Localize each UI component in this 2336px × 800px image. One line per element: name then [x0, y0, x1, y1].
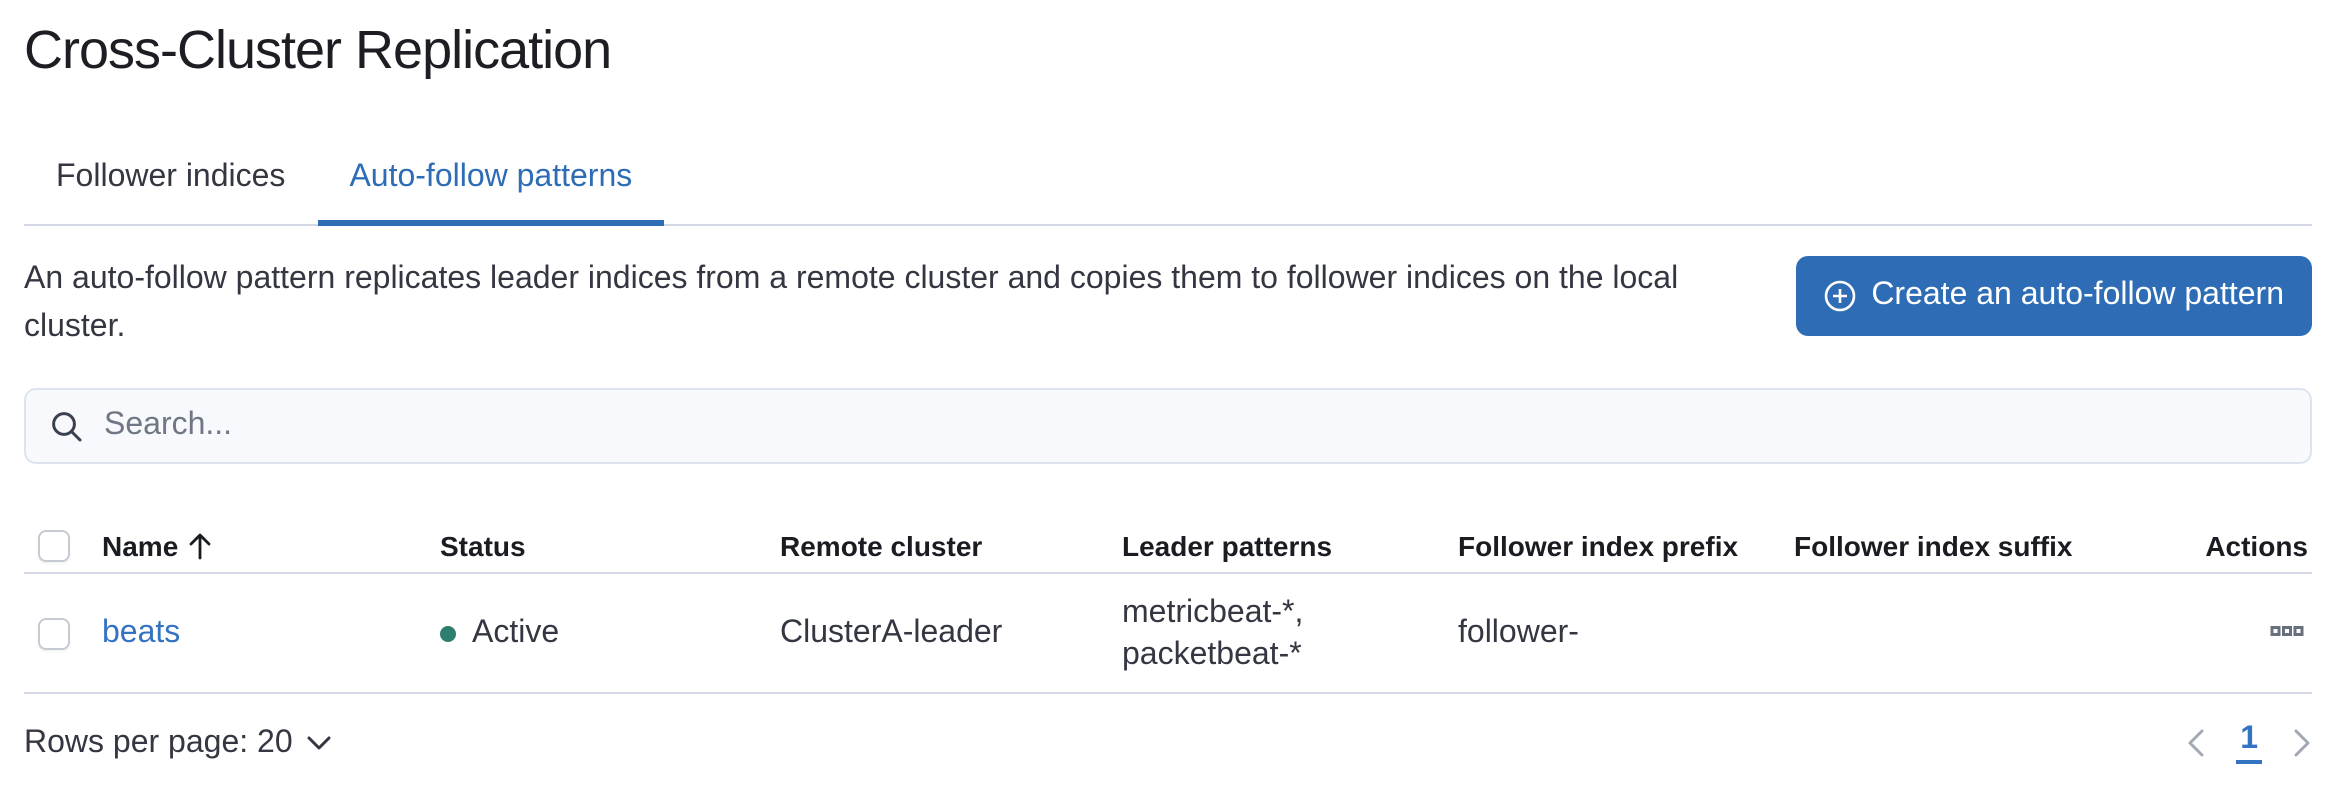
page-description: An auto-follow pattern replicates leader…	[24, 262, 1679, 344]
column-header-status: Status	[440, 530, 526, 562]
column-header-follower-index-suffix: Follower index suffix	[1794, 530, 2073, 562]
sort-ascending-arrow-up-icon	[188, 532, 212, 560]
search-bar[interactable]	[24, 388, 2312, 464]
chevron-down-icon	[307, 734, 333, 752]
chevron-left-icon	[2186, 728, 2206, 758]
ccr-page: Cross-Cluster Replication Follower indic…	[24, 20, 2312, 764]
row-actions-button[interactable]	[2266, 609, 2308, 651]
chevron-right-icon	[2292, 728, 2312, 758]
column-header-actions: Actions	[2205, 530, 2308, 562]
status-label: Active	[472, 615, 560, 649]
tab-bar: Follower indices Auto-follow patterns	[24, 156, 2312, 226]
create-button-label: Create an auto-follow pattern	[1871, 278, 2284, 312]
tab-auto-follow-patterns[interactable]: Auto-follow patterns	[317, 156, 666, 226]
rows-per-page-label: Rows per page: 20	[24, 725, 293, 759]
leader-pattern-line: metricbeat-*,	[1122, 595, 1304, 629]
pattern-name-link[interactable]: beats	[102, 615, 181, 649]
plus-in-circle-icon	[1823, 280, 1855, 312]
auto-follow-patterns-table: Name Status Remote cluster Leader patter…	[24, 520, 2312, 694]
tab-follower-indices[interactable]: Follower indices	[56, 160, 286, 194]
intro-row: An auto-follow pattern replicates leader…	[24, 256, 2312, 352]
column-header-name-label: Name	[102, 530, 179, 562]
previous-page-button[interactable]	[2186, 728, 2206, 758]
column-header-remote-cluster: Remote cluster	[780, 530, 983, 562]
status-cell: Active	[440, 615, 780, 651]
next-page-button[interactable]	[2292, 728, 2312, 758]
table-header-row: Name Status Remote cluster Leader patter…	[24, 520, 2312, 574]
column-header-follower-index-prefix: Follower index prefix	[1458, 530, 1739, 562]
column-header-name[interactable]: Name	[102, 530, 440, 562]
search-icon	[50, 409, 84, 443]
boxes-horizontal-icon	[2270, 613, 2304, 647]
status-active-dot-icon	[440, 625, 456, 641]
row-select-cell	[24, 617, 102, 649]
pager: 1	[2186, 722, 2312, 764]
rows-per-page-control[interactable]: Rows per page: 20	[24, 725, 333, 761]
remote-cluster-cell: ClusterA-leader	[780, 615, 1003, 649]
table-row-beats: beats Active ClusterA-leader metricbeat-…	[24, 574, 2312, 694]
search-input[interactable]	[104, 408, 2286, 444]
page-number-1[interactable]: 1	[2236, 722, 2262, 764]
create-auto-follow-pattern-button[interactable]: Create an auto-follow pattern	[1795, 256, 2312, 336]
select-all-checkbox[interactable]	[38, 530, 70, 562]
pagination-bar: Rows per page: 20 1	[24, 722, 2312, 764]
row-checkbox[interactable]	[38, 617, 70, 649]
leader-pattern-line: packetbeat-*	[1122, 637, 1302, 671]
leader-patterns-cell: metricbeat-*, packetbeat-*	[1122, 591, 1458, 675]
follower-index-prefix-cell: follower-	[1458, 615, 1579, 649]
column-header-leader-patterns: Leader patterns	[1122, 530, 1333, 562]
page-title: Cross-Cluster Replication	[24, 20, 612, 80]
header-select-all-cell	[24, 530, 102, 562]
